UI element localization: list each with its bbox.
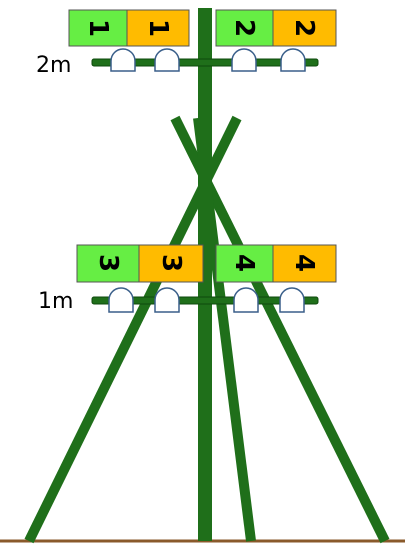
label-text-lower-2: 4	[229, 254, 259, 272]
label-text-upper-2: 2	[229, 19, 259, 37]
label-text-lower-1: 3	[156, 254, 186, 272]
insulator-icon	[232, 49, 256, 71]
insulator-icon	[155, 288, 179, 312]
height-label-lower: 1m	[38, 289, 73, 314]
height-label-upper: 2m	[36, 53, 71, 78]
insulator-icon	[111, 49, 135, 71]
label-text-upper-0: 1	[83, 19, 113, 37]
label-text-lower-3: 4	[289, 254, 319, 272]
insulator-icon	[155, 49, 179, 71]
insulator-icon	[234, 288, 258, 312]
label-text-upper-1: 1	[143, 19, 173, 37]
label-text-upper-3: 2	[289, 19, 319, 37]
insulator-icon	[280, 288, 304, 312]
label-text-lower-0: 3	[93, 254, 123, 272]
insulator-icon	[281, 49, 305, 71]
insulator-icon	[109, 288, 133, 312]
